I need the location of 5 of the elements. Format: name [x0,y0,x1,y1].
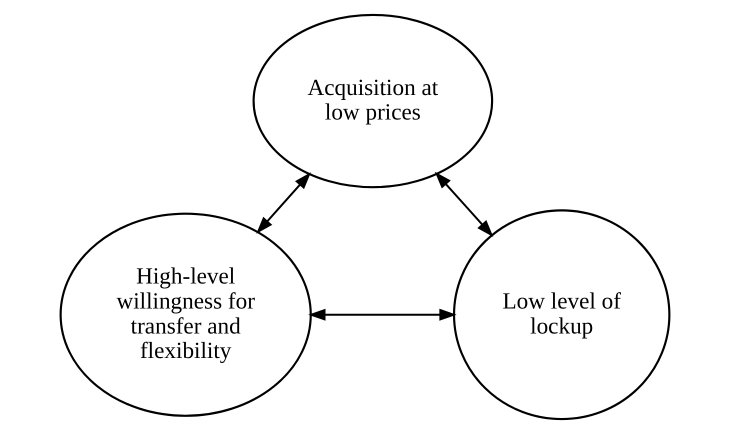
arrow [256,172,311,234]
node-circle: Low level of lockup [452,209,670,420]
arrow [434,172,494,237]
node-ellipse: High-level willingness for transfer and flexibility [60,212,312,417]
arrow [308,308,457,321]
